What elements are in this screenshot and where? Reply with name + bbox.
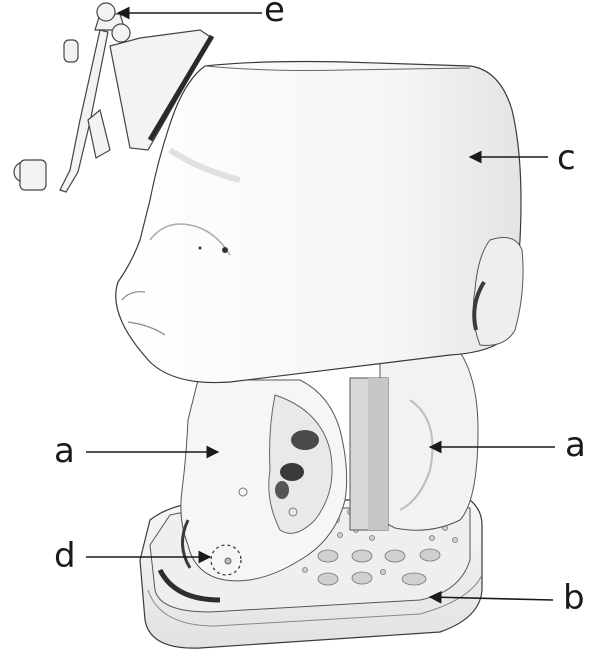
label-e: e: [264, 0, 285, 27]
label-a-left: a: [54, 434, 75, 468]
label-c: c: [557, 141, 576, 175]
head-shell: [116, 62, 523, 383]
label-a-right: a: [565, 428, 586, 462]
neck-block: [350, 352, 478, 530]
label-b: b: [563, 581, 585, 615]
label-d: d: [54, 539, 76, 573]
